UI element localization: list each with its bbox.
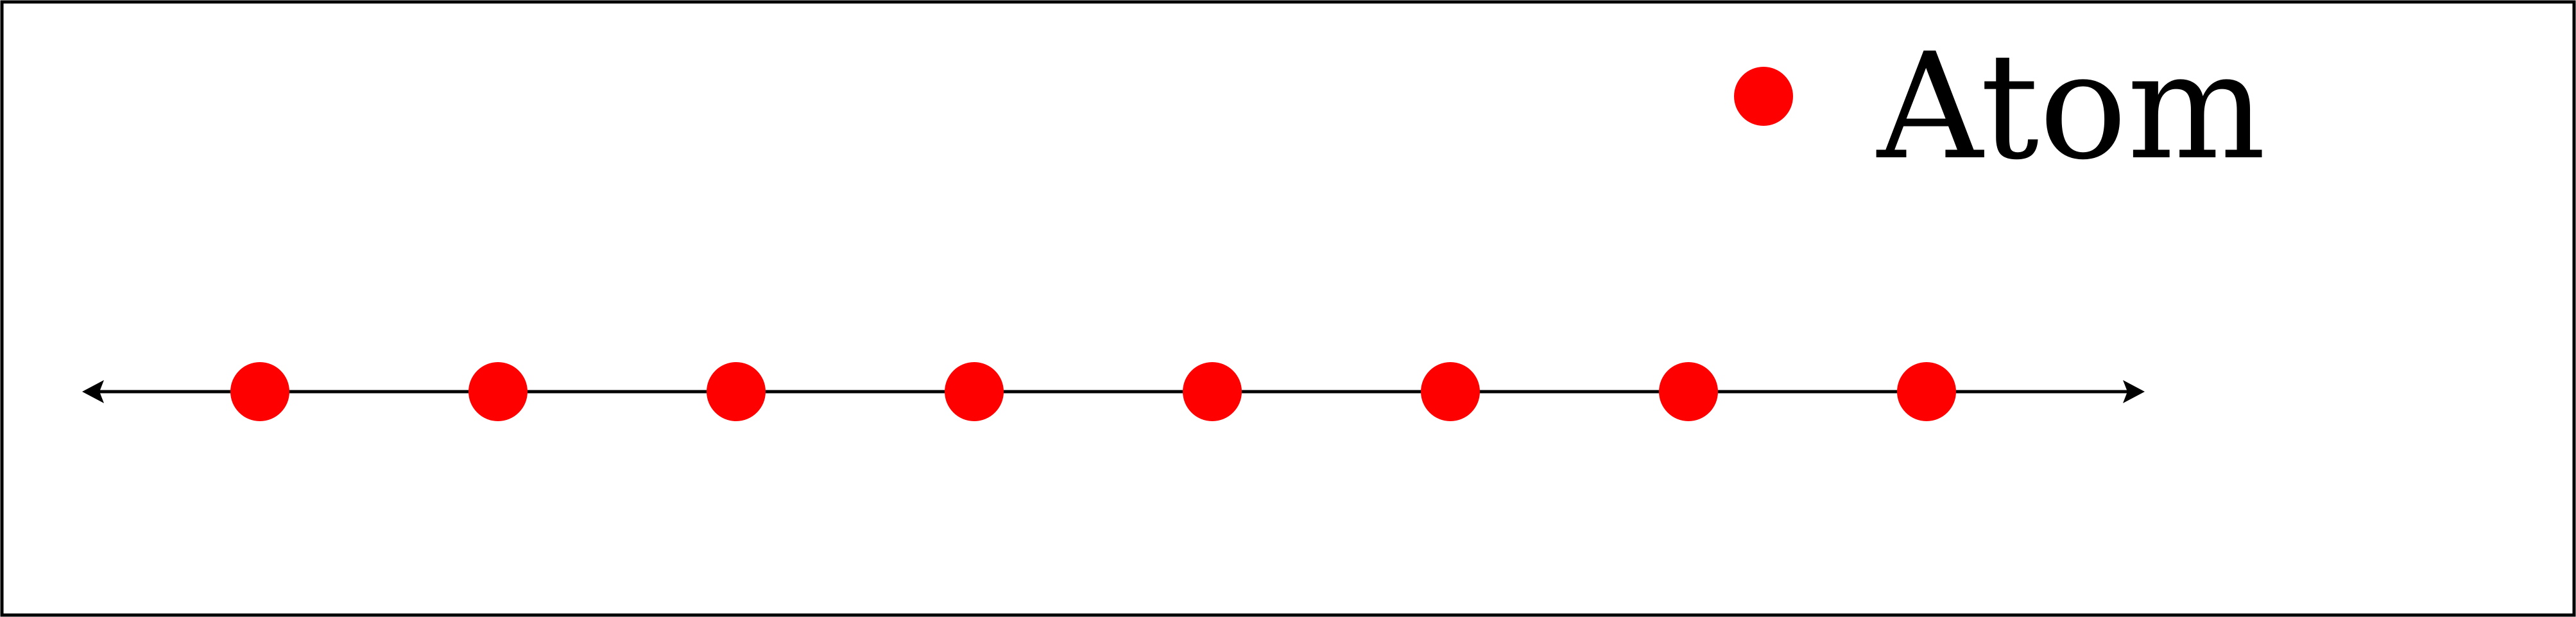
atom-8 [1897,362,1956,421]
atom-5 [1183,362,1242,421]
legend: Atom [1734,21,2266,192]
atom-1 [230,362,289,421]
atom-3 [707,362,766,421]
atom-2 [468,362,528,421]
right-arrowhead [2123,380,2145,403]
legend-atom-marker [1734,67,1793,126]
legend-label: Atom [1876,21,2266,192]
atom-4 [945,362,1004,421]
atom-row [230,362,1956,421]
chain-axis [82,380,2145,403]
left-arrowhead [82,380,104,403]
atom-6 [1421,362,1480,421]
atom-7 [1659,362,1718,421]
